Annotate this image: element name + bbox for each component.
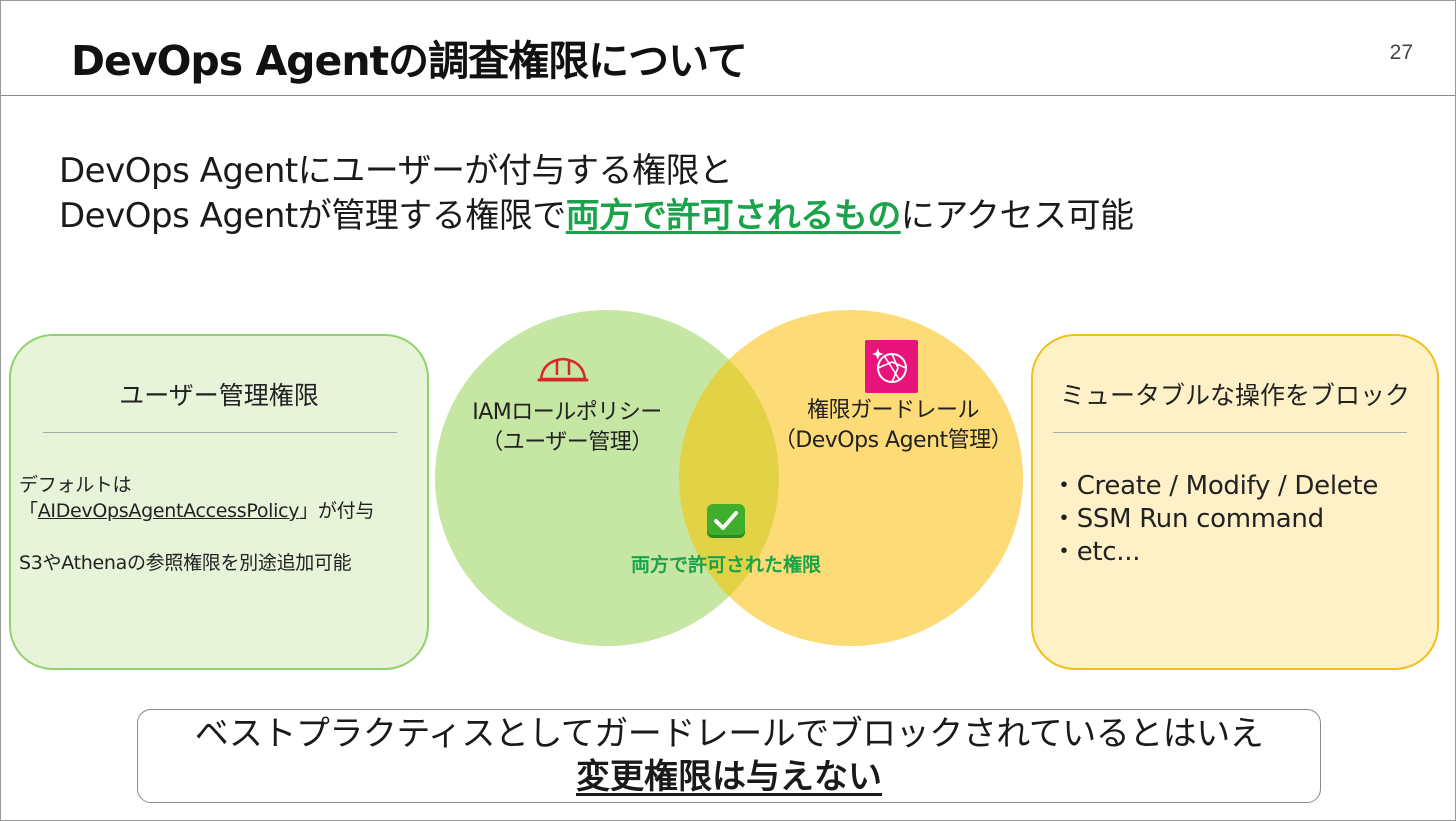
lead-text: DevOps Agentにユーザーが付与する権限と DevOps Agentが管… (59, 149, 1134, 239)
slide-title: DevOps Agentの調査権限について (71, 37, 748, 85)
guardrail-circle (679, 310, 1023, 646)
best-practice-line-2: 変更権限は与えない (576, 757, 882, 797)
overlap-label: 両方で許可された権限 (630, 554, 821, 576)
guardrail-label-line-1: 権限ガードレール (806, 398, 980, 423)
iam-role-circle (435, 310, 779, 646)
helmet-icon (537, 353, 589, 385)
list-item: ・SSM Run command (1051, 504, 1324, 534)
user-permission-title: ユーザー管理権限 (119, 381, 319, 410)
close-bracket-text: 」が付与 (299, 500, 375, 522)
best-practice-line-1: ベストプラクティスとしてガードレールでブロックされているとはいえ (194, 714, 1264, 754)
list-item: ・etc... (1051, 537, 1141, 567)
list-item: ・Create / Modify / Delete (1051, 471, 1379, 501)
lead-line-2-suffix: にアクセス可能 (900, 196, 1134, 236)
slide-header: DevOps Agentの調査権限について 27 (1, 1, 1455, 96)
default-policy-line-1: デフォルトは (19, 474, 132, 496)
check-icon (707, 504, 745, 538)
guardrail-icon (865, 340, 918, 393)
iam-role-label-line-1: IAMロールポリシー (472, 400, 662, 425)
default-policy-line-2: 「AIDevOpsAgentAccessPolicy」が付与 (19, 496, 374, 523)
guardrail-label-line-2: （DevOps Agent管理） (773, 428, 1013, 453)
lead-line-2-prefix: DevOps Agentが管理する権限で (59, 196, 566, 236)
open-bracket: 「 (19, 500, 38, 522)
lead-emphasis: 両方で許可されるもの (565, 196, 902, 236)
guardrail-box: ミュータブルな操作をブロック ・Create / Modify / Delete… (1031, 334, 1439, 670)
guardrail-box-title: ミュータブルな操作をブロック (1059, 381, 1410, 410)
guardrail-label: 権限ガードレール （DevOps Agent管理） (773, 396, 1013, 456)
iam-role-label: IAMロールポリシー （ユーザー管理） (453, 398, 681, 458)
iam-role-label-line-2: （ユーザー管理） (481, 430, 653, 455)
venn-diagram (435, 310, 1023, 646)
policy-name-link[interactable]: AIDevOpsAgentAccessPolicy (37, 500, 300, 522)
page-number: 27 (1389, 41, 1413, 64)
user-permission-divider (43, 432, 397, 433)
blocked-operations-list: ・Create / Modify / Delete ・SSM Run comma… (1051, 470, 1378, 569)
guardrail-box-divider (1053, 432, 1407, 433)
lead-line-1: DevOps Agentにユーザーが付与する権限と (59, 151, 733, 191)
lead-line-2: DevOps Agentが管理する権限で両方で許可されるものにアクセス可能 (59, 194, 1134, 239)
best-practice-box: ベストプラクティスとしてガードレールでブロックされているとはいえ 変更権限は与え… (137, 709, 1321, 803)
user-permission-box: ユーザー管理権限 デフォルトは 「AIDevOpsAgentAccessPoli… (9, 334, 429, 670)
additional-permission-note: S3やAthenaの参照権限を別途追加可能 (19, 552, 352, 574)
